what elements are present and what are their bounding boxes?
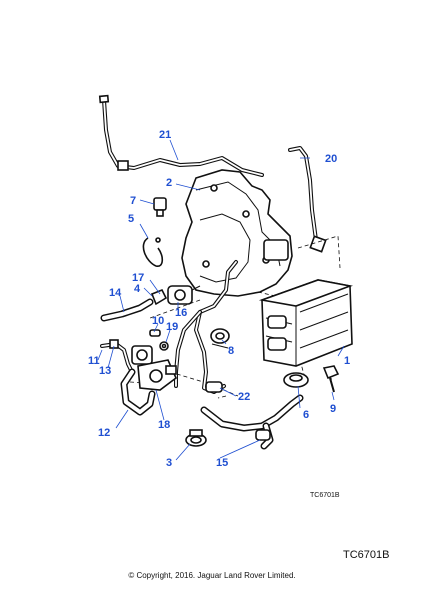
callout-4: 4: [134, 283, 141, 295]
part-6-grommet: [283, 372, 309, 388]
part-1-canister: [258, 279, 353, 367]
part-5-clip: [142, 237, 164, 267]
callout-1: 1: [344, 355, 350, 367]
part-18-purge-valve: [131, 345, 177, 391]
callout-10: 10: [152, 315, 164, 327]
part-16-valve: [167, 285, 201, 305]
callout-19: 19: [166, 321, 178, 333]
part-9-bolt: [322, 365, 340, 393]
part-2-bracket: [181, 169, 293, 297]
inner-drawing-ref: TC6701B: [310, 492, 340, 499]
part-14-hose: [100, 298, 154, 322]
callout-9: 9: [330, 403, 336, 415]
part-22-joint: [205, 381, 223, 393]
part-7-sensor: [153, 197, 167, 217]
callout-22: 22: [238, 391, 250, 403]
callout-7: 7: [130, 195, 136, 207]
part-10-connector: [149, 329, 161, 337]
leader-lines: [97, 139, 345, 461]
callout-6: 6: [303, 409, 309, 421]
drawing-ref-code: TC6701B: [343, 549, 389, 561]
callout-21: 21: [159, 129, 171, 141]
callout-5: 5: [128, 213, 134, 225]
callout-18: 18: [158, 419, 170, 431]
part-19-nut: [159, 341, 169, 351]
part-11-hose-end: [100, 339, 134, 374]
callout-17: 17: [132, 272, 144, 284]
part-15-hose: [200, 394, 304, 450]
copyright-notice: © Copyright, 2016. Jaguar Land Rover Lim…: [128, 571, 295, 580]
callout-15: 15: [216, 457, 228, 469]
callout-2: 2: [166, 177, 172, 189]
callout-11: 11: [88, 355, 100, 367]
part-21-vapour-pipe: [98, 94, 264, 177]
part-20-hose: [288, 146, 327, 253]
callout-14: 14: [109, 287, 122, 299]
callout-3: 3: [166, 457, 172, 469]
callout-8: 8: [228, 345, 234, 357]
part-8-clip: [210, 328, 230, 349]
part-12-hose: [120, 368, 156, 416]
part-17-nut: [150, 288, 168, 306]
callout-13: 13: [99, 365, 111, 377]
part-3-clamp: [185, 429, 207, 447]
callout-16: 16: [175, 307, 187, 319]
callout-20: 20: [325, 153, 337, 165]
callouts: 21 20 2 7 5 17 4 14 16 10 19 8 1 11 13 2…: [88, 129, 350, 469]
callout-12: 12: [98, 427, 110, 439]
